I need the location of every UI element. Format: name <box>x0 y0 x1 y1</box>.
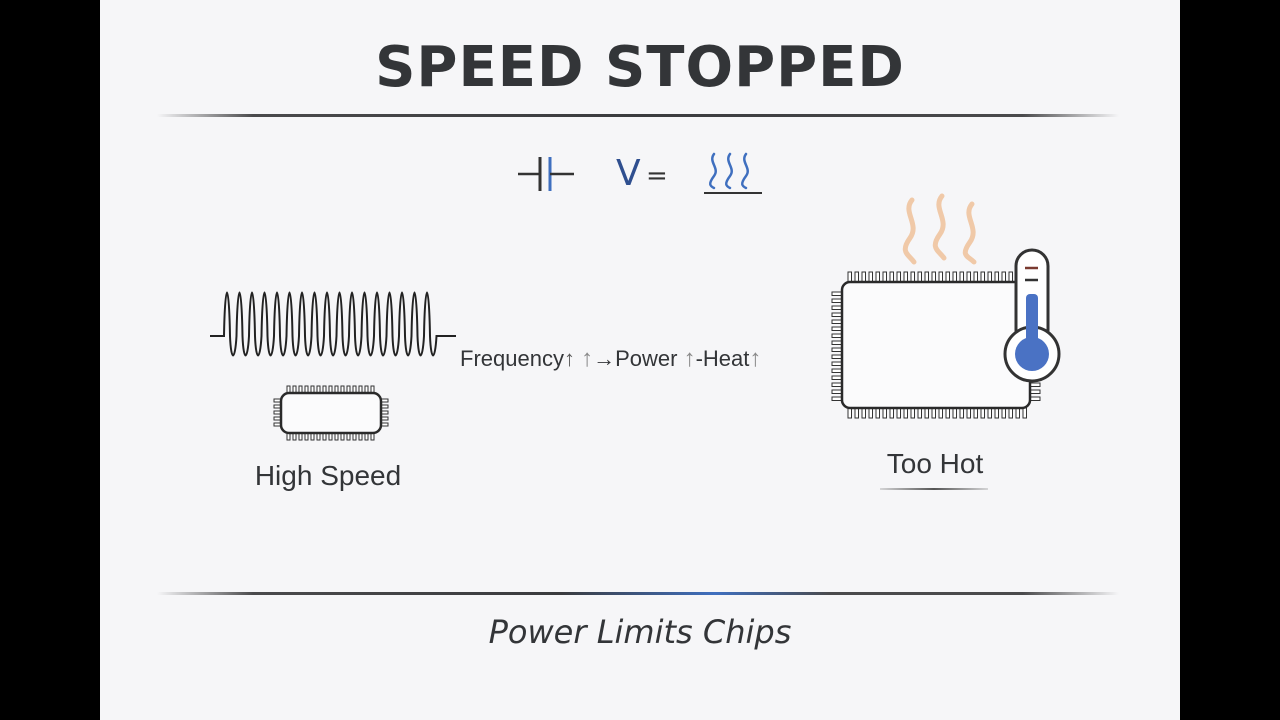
chain-up-arrow-2: ↑ <box>581 345 594 372</box>
footer-divider <box>157 592 1119 595</box>
chain-up-arrow-3: ↑ <box>683 345 696 372</box>
small-chip-icon <box>273 385 389 441</box>
high-speed-label: High Speed <box>254 460 402 491</box>
slide: SPEED STOPPED V = High Speed Frequency↑ … <box>100 0 1180 720</box>
chain-dash: - <box>695 346 703 371</box>
too-hot-label: Too Hot <box>886 448 984 479</box>
voltage-symbol: V <box>616 153 641 194</box>
equals-sign: = <box>646 161 668 191</box>
thermometer-icon <box>1003 248 1061 383</box>
high-frequency-waveform <box>210 291 456 357</box>
waveform-path <box>210 291 456 357</box>
causal-chain: Frequency↑ ↑→Power ↑-Heat↑ <box>460 343 830 375</box>
footer-caption: Power Limits Chips <box>488 613 792 651</box>
chain-up-arrow-4: ↑ <box>749 345 762 372</box>
chain-right-arrow: → <box>593 346 616 371</box>
chain-up-arrow-1: ↑ <box>563 346 575 371</box>
chain-heat: Heat <box>702 346 750 371</box>
chain-frequency: Frequency <box>460 346 564 371</box>
slide-title: SPEED STOPPED <box>375 35 905 100</box>
chain-power: Power <box>615 346 678 371</box>
steam-icon <box>902 193 977 265</box>
chip-body <box>279 391 383 435</box>
heat-waves-icon <box>704 152 762 194</box>
title-divider <box>157 114 1119 117</box>
capacitor-icon <box>518 157 574 191</box>
too-hot-underline <box>880 488 988 490</box>
